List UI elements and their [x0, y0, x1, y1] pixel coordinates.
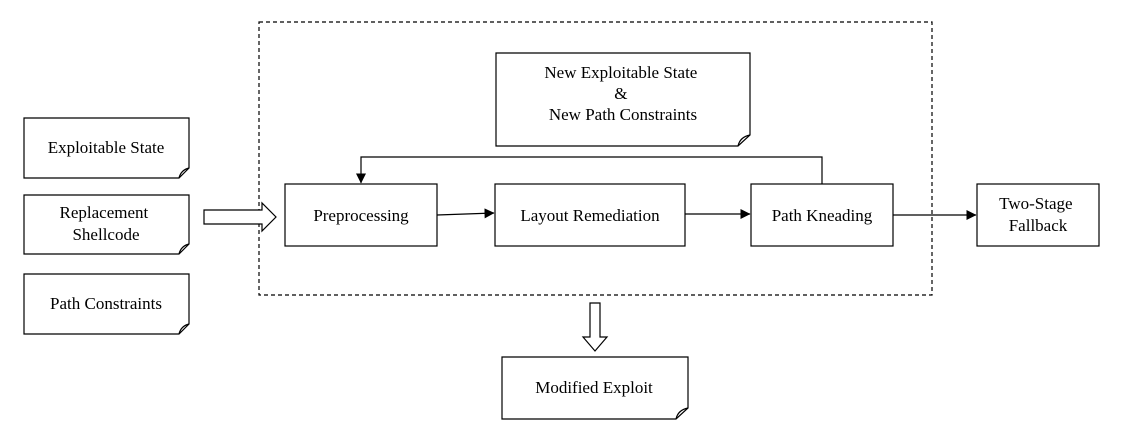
- exploitable-state-doc: Exploitable State: [23, 117, 190, 179]
- path-constraints-doc: Path Constraints: [23, 273, 190, 335]
- preprocessing-label: Preprocessing: [313, 206, 409, 225]
- layout-remediation-label: Layout Remediation: [520, 206, 660, 225]
- input-arrow: [203, 201, 277, 233]
- new-state-note-line-3: New Path Constraints: [549, 105, 697, 124]
- replacement-shellcode-line-2: Shellcode: [72, 225, 139, 244]
- modified-exploit-label: Modified Exploit: [535, 378, 653, 397]
- layout-remediation-box: Layout Remediation: [494, 183, 686, 247]
- new-state-note-line-1: New Exploitable State: [544, 63, 697, 82]
- preprocessing-to-layout-arrow: [436, 208, 495, 219]
- path-kneading-label: Path Kneading: [772, 206, 873, 225]
- two-stage-fallback-line-1: Two-Stage: [999, 194, 1072, 213]
- exploitable-state-label: Exploitable State: [48, 138, 165, 157]
- processing-region: [258, 21, 933, 296]
- two-stage-fallback-line-2: Fallback: [1009, 216, 1068, 235]
- new-state-note-line-2: &: [614, 84, 627, 103]
- output-arrow: [581, 302, 609, 352]
- new-state-note-text: New Exploitable State & New Path Constra…: [544, 63, 701, 124]
- new-state-note-doc: New Exploitable State & New Path Constra…: [495, 52, 751, 147]
- replacement-shellcode-line-1: Replacement: [60, 203, 149, 222]
- preprocessing-box: Preprocessing: [284, 183, 438, 247]
- path-constraints-label: Path Constraints: [50, 294, 162, 313]
- path-kneading-box: Path Kneading: [750, 183, 894, 247]
- replacement-shellcode-label: Replacement Shellcode: [60, 203, 153, 244]
- feedback-loop-arrow: [356, 156, 823, 184]
- replacement-shellcode-doc: Replacement Shellcode: [23, 194, 190, 255]
- two-stage-fallback-label: Two-Stage Fallback: [999, 194, 1077, 235]
- two-stage-fallback-box: Two-Stage Fallback: [976, 183, 1100, 247]
- modified-exploit-doc: Modified Exploit: [501, 356, 689, 420]
